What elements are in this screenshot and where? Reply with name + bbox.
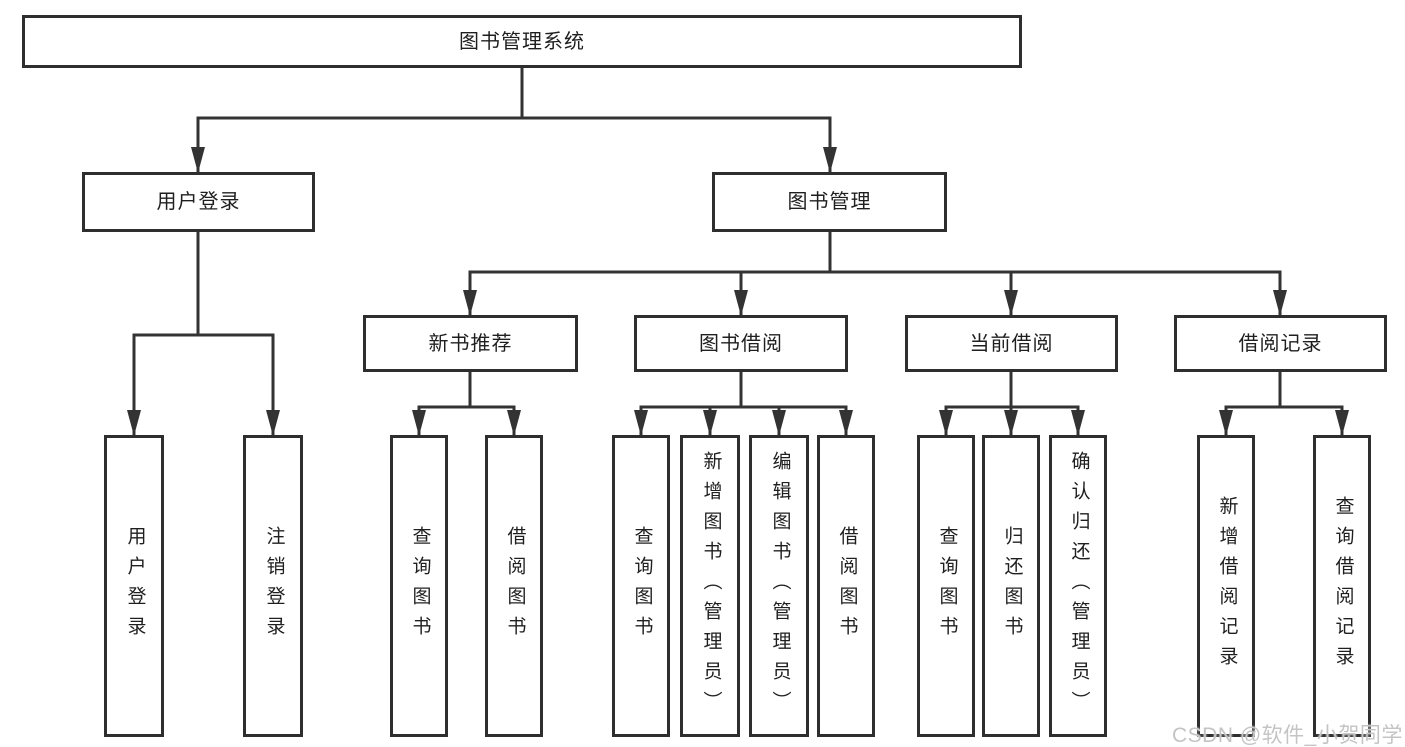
node-book-borrow: 图书借阅 (634, 315, 848, 372)
leaf-rec-query-books: 查询图书 (390, 435, 448, 737)
csdn-watermark: CSDN @软件_小贺同学 (1172, 724, 1403, 747)
node-borrow-record: 借阅记录 (1174, 315, 1387, 372)
connector-current-borrow-to-leaves (939, 370, 1085, 436)
connector-borrow-record-to-leaves (1219, 370, 1349, 436)
leaf-bb-query-books: 查询图书 (612, 435, 670, 737)
connector-book-mgmt-to-level3 (463, 230, 1287, 316)
connector-new-book-rec-to-leaves (412, 370, 521, 436)
connector-book-borrow-to-leaves (634, 370, 853, 436)
leaf-rec-borrow-books: 借阅图书 (485, 435, 543, 737)
leaf-br-query-record: 查询借阅记录 (1313, 435, 1371, 737)
leaf-br-add-record: 新增借阅记录 (1197, 435, 1255, 737)
leaf-logout: 注销登录 (243, 435, 303, 737)
leaf-cb-return-books: 归还图书 (982, 435, 1040, 737)
leaf-bb-edit-books-admin: 编辑图书（管理员） (749, 435, 809, 737)
node-user-login-branch: 用户登录 (82, 172, 315, 232)
leaf-bb-borrow-books: 借阅图书 (817, 435, 875, 737)
leaf-user-login: 用户登录 (104, 435, 164, 737)
leaf-bb-add-books-admin: 新增图书（管理员） (680, 435, 740, 737)
node-new-book-rec: 新书推荐 (363, 315, 578, 372)
connector-root-to-level2 (191, 66, 837, 173)
node-current-borrow: 当前借阅 (905, 315, 1118, 372)
leaf-cb-confirm-return-admin: 确认归还（管理员） (1049, 435, 1107, 737)
leaf-cb-query-books: 查询图书 (917, 435, 975, 737)
node-root-system: 图书管理系统 (22, 15, 1022, 68)
connector-user-login-to-leaves (127, 230, 280, 436)
node-book-mgmt-branch: 图书管理 (712, 172, 947, 232)
